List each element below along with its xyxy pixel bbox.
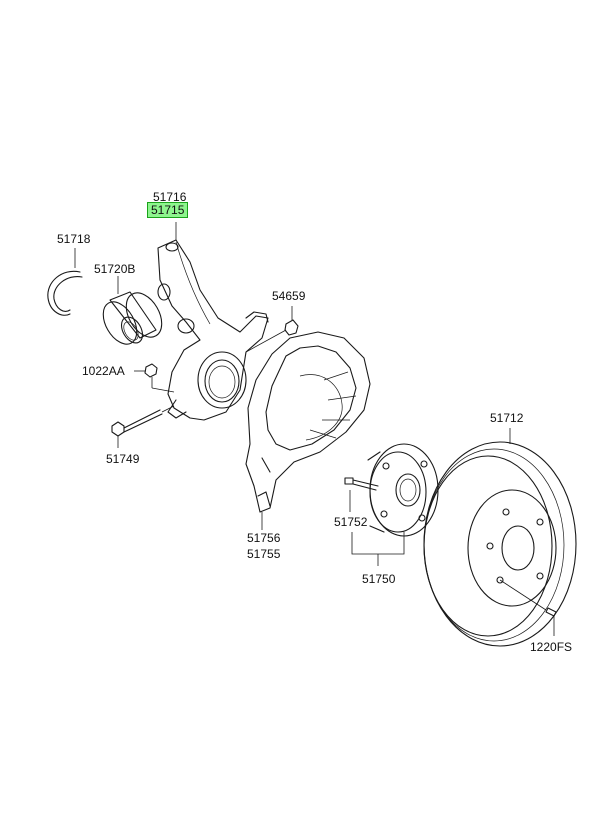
label-51755[interactable]: 51755 [247,547,281,561]
label-51752[interactable]: 51752 [334,515,368,529]
label-51750[interactable]: 51750 [362,572,396,586]
wheel-hub-part[interactable] [367,443,439,537]
bolt-51749-part[interactable] [111,409,163,437]
leader-51749-b [161,405,175,413]
label-51749[interactable]: 51749 [106,452,140,466]
label-51720B[interactable]: 51720B [94,262,136,276]
label-51718[interactable]: 51718 [57,232,91,246]
steering-knuckle-part[interactable] [157,239,269,421]
label-1022AA[interactable]: 1022AA [82,364,125,378]
screw-1220FS-part[interactable] [545,607,557,617]
bearing-part[interactable] [96,287,169,350]
label-51756[interactable]: 51756 [247,531,281,545]
leader-54659-b [245,329,287,353]
label-1220FS[interactable]: 1220FS [530,640,573,654]
label-51716[interactable]: 51716 [153,190,187,204]
leader-1022AA-c [151,387,175,393]
nut-54659-part[interactable] [284,319,299,336]
brake-disc-part[interactable] [423,441,577,647]
nut-1022AA-part[interactable] [144,363,158,378]
wheel-bolt-part[interactable] [344,477,379,491]
label-54659[interactable]: 54659 [272,289,306,303]
snap-ring-part[interactable] [47,270,83,316]
label-51715-highlighted[interactable]: 51715 [147,202,189,218]
label-51712[interactable]: 51712 [490,411,524,425]
dust-cover-part[interactable] [245,331,371,513]
leader-1220FS-b [499,579,547,611]
